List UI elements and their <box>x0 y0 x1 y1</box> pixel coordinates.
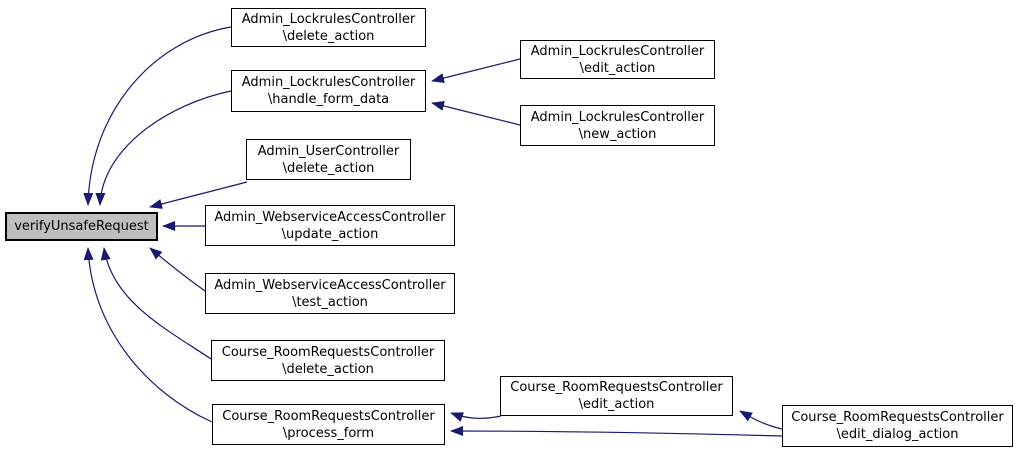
node-method-name: \delete_action <box>282 28 375 44</box>
node-admin-lockrules-new-action[interactable]: Admin_LockrulesController \new_action <box>520 105 715 146</box>
edge-edit-dialog-to-course-edit <box>739 410 783 430</box>
node-class-name: Course_RoomRequestsController <box>791 410 1004 425</box>
node-method-name: \update_action <box>281 226 379 242</box>
node-course-roomrequests-process-form[interactable]: Course_RoomRequestsController \process_f… <box>212 404 445 445</box>
edge-course-delete-to-verify <box>100 247 212 360</box>
node-course-roomrequests-delete-action[interactable]: Course_RoomRequestsController \delete_ac… <box>211 340 445 381</box>
node-method-name: \edit_dialog_action <box>836 427 959 442</box>
node-course-roomrequests-edit-action[interactable]: Course_RoomRequestsController \edit_acti… <box>500 376 733 416</box>
node-admin-lockrules-handle-form-data[interactable]: Admin_LockrulesController \handle_form_d… <box>231 70 426 112</box>
node-class-name: Admin_UserController <box>257 143 400 159</box>
edge-user-delete-to-verify <box>149 181 248 209</box>
edge-webservice-test-to-verify <box>149 247 206 292</box>
node-method-name: \delete_action <box>282 361 374 377</box>
node-verify-unsafe-request: verifyUnsafeRequest <box>5 212 158 241</box>
edge-lockrules-delete-to-verify <box>83 26 232 206</box>
node-class-name: Course_RoomRequestsController <box>221 344 435 360</box>
edge-lockrules-handle-form-to-verify <box>95 90 232 206</box>
node-method-name: \delete_action <box>282 160 375 176</box>
node-class-name: Course_RoomRequestsController <box>222 408 435 424</box>
node-method-name: \test_action <box>292 294 368 310</box>
node-method-name: \handle_form_data <box>267 92 390 107</box>
edge-lockrules-edit-to-handle-form <box>431 58 521 83</box>
node-class-name: Admin_WebserviceAccessController <box>214 209 446 225</box>
node-class-name: Admin_LockrulesController <box>530 43 705 59</box>
node-admin-user-delete-action[interactable]: Admin_UserController \delete_action <box>246 139 411 180</box>
node-method-name: \edit_action <box>579 60 656 76</box>
node-course-roomrequests-edit-dialog-action[interactable]: Course_RoomRequestsController \edit_dial… <box>782 405 1013 447</box>
node-class-name: Admin_LockrulesController <box>241 75 416 90</box>
node-method-name: \edit_action <box>578 397 655 412</box>
node-class-name: Admin_WebserviceAccessController <box>214 277 446 293</box>
node-class-name: Admin_LockrulesController <box>530 109 705 125</box>
node-method-name: \process_form <box>282 425 375 441</box>
node-class-name: Course_RoomRequestsController <box>510 380 723 395</box>
edge-edit-dialog-to-process-form <box>450 426 783 437</box>
node-admin-webserviceaccess-test-action[interactable]: Admin_WebserviceAccessController \test_a… <box>205 273 455 314</box>
node-admin-lockrules-edit-action[interactable]: Admin_LockrulesController \edit_action <box>520 40 715 79</box>
node-admin-lockrules-delete-action[interactable]: Admin_LockrulesController \delete_action <box>231 8 426 47</box>
node-admin-webserviceaccess-update-action[interactable]: Admin_WebserviceAccessController \update… <box>205 205 455 246</box>
edge-course-edit-to-process-form <box>450 412 502 422</box>
edge-lockrules-new-to-handle-form <box>431 101 521 126</box>
node-class-name: Admin_LockrulesController <box>241 11 416 27</box>
edge-course-process-form-to-verify <box>83 247 213 423</box>
node-method-name: \new_action <box>578 126 657 142</box>
node-label: verifyUnsafeRequest <box>14 219 149 234</box>
